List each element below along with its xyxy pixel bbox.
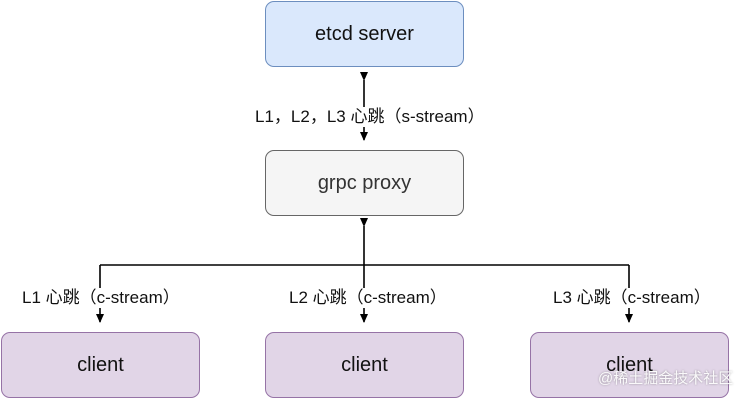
client-3-heartbeat-label: L3 心跳（c-stream） [553,288,711,308]
client-node-2: client [265,332,464,398]
client-3-label: client [606,353,653,376]
watermark-text: @稀土掘金技术社区 [598,370,734,387]
etcd-server-label: etcd server [315,22,414,45]
s-stream-heartbeat-label: L1，L2，L3 心跳（s-stream） [255,107,485,127]
client-2-heartbeat-label: L2 心跳（c-stream） [289,288,447,308]
etcd-server-node: etcd server [265,1,464,67]
client-node-3: client [530,332,729,398]
client-2-label: client [341,353,388,376]
client-1-label: client [77,353,124,376]
client-1-heartbeat-label: L1 心跳（c-stream） [22,288,180,308]
client-node-1: client [1,332,200,398]
grpc-proxy-node: grpc proxy [265,150,464,216]
grpc-proxy-label: grpc proxy [317,171,412,194]
